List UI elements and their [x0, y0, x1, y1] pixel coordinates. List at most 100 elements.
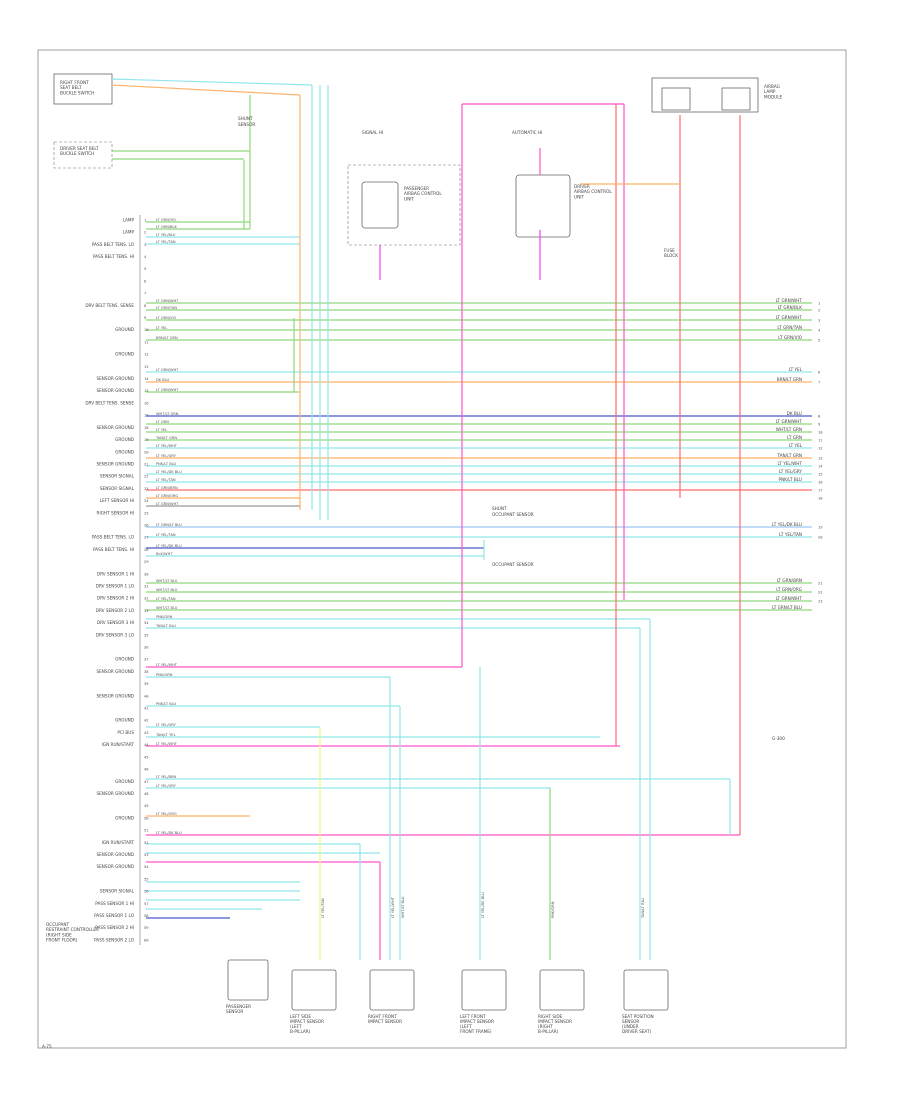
pin-label: PASS SENSOR 1 HI — [95, 901, 134, 906]
pin-number: 50 — [144, 815, 149, 820]
right-pin-number: 7 — [818, 379, 820, 384]
pin-label: SENSOR GROUND — [96, 669, 134, 674]
rsb-buckle-text: SEAT BELT — [60, 85, 82, 90]
right-pin-number: 17 — [818, 487, 823, 492]
pin-number: 48 — [144, 791, 149, 796]
sensor-label: (LEFT — [290, 1024, 302, 1029]
right-wire-label: LT GRN/BLK — [778, 305, 803, 310]
sensor-label: FRONT FRAME) — [460, 1029, 492, 1034]
right-wire-label: LT GRN/WHT — [776, 315, 803, 320]
right-pin-number: 9 — [818, 421, 821, 426]
wire-color-label: PNK/LT BLU — [156, 462, 177, 466]
wire-color-label: DK BLU — [156, 378, 170, 382]
wire-stub — [111, 84, 301, 96]
pin-number: 13 — [144, 364, 149, 369]
pin-number: 45 — [144, 754, 149, 759]
pin-label: GROUND — [115, 779, 134, 784]
sensor-label: B-PILLAR) — [290, 1029, 311, 1034]
pin-label: GROUND — [115, 718, 134, 723]
pin-label: PASS SENSOR 2 HI — [95, 925, 134, 930]
dsb-buckle-text: BUCKLE SWITCH — [60, 151, 94, 156]
pin-number: 30 — [144, 571, 149, 576]
shunt-sensor-label-1: SHUNT — [238, 116, 253, 121]
pin-number: 14 — [144, 376, 149, 381]
wire-color-label: LT YEL/BRN — [156, 775, 176, 779]
wire-color-label: LT YEL/BLU — [156, 233, 176, 237]
pin-label: PASS BELT TENS. HI — [93, 254, 134, 259]
sensor-box — [539, 969, 585, 1011]
right-pin-number: 11 — [818, 437, 823, 442]
driver-control-unit — [515, 174, 571, 238]
pin-label: SENSOR GROUND — [96, 461, 134, 466]
pin-number: 9 — [144, 315, 147, 320]
right-wire-label: LT GRN — [787, 435, 802, 440]
pin-label: LEFT SENSOR HI — [100, 498, 134, 503]
sensor-label: IMPACT SENSOR — [538, 1019, 572, 1024]
wire-color-label: LT GRN/VIO — [156, 316, 177, 320]
pin-number: 36 — [144, 645, 149, 650]
pin-number: 44 — [144, 742, 149, 747]
wire-color-label: LT YEL/GRY — [156, 454, 177, 458]
wire-color-label: LT YEL/GRY — [156, 723, 177, 727]
sensor-box — [369, 969, 415, 1011]
pin-number: 37 — [144, 657, 149, 662]
dsb-buckle-text: DRIVER SEAT BELT — [60, 146, 99, 151]
pin-number: 38 — [144, 669, 149, 674]
right-pin-number: 18 — [818, 495, 823, 500]
pin-number: 23 — [144, 486, 149, 491]
wire-color-label: LT GRN/TAN — [156, 306, 177, 310]
right-pin-number: 2 — [818, 307, 820, 312]
right-wire-label: LT GRN/WHT — [776, 596, 803, 601]
wire-color-label: LT GRN/WHT — [156, 502, 179, 506]
pin-label: PASS BELT TENS. LO — [92, 535, 135, 540]
sensor-label: SENSOR — [622, 1019, 639, 1024]
pin-number: 54 — [144, 864, 149, 869]
sensor-label: LEFT FRONT — [460, 1014, 486, 1019]
controller-text: FRONT FLOOR) — [46, 938, 78, 943]
pin-label: PASS SENSOR 1 LO — [94, 913, 135, 918]
pin-label: SENSOR GROUND — [96, 425, 134, 430]
right-pin-number: 6 — [818, 369, 821, 374]
pin-number: 18 — [144, 425, 149, 430]
driver-text: UNIT — [574, 194, 584, 199]
right-wire-label: LT GRN/WHT — [776, 298, 803, 303]
sensor-label: IMPACT SENSOR — [368, 1019, 402, 1024]
wire-color-label: WHT/LT BLU — [156, 579, 178, 583]
pin-number: 16 — [144, 400, 149, 405]
wire-color-label: WHT/LT BLU — [156, 606, 178, 610]
pin-number: 2 — [144, 230, 146, 235]
wire-color-label: LT GRN/WHT — [156, 368, 179, 372]
pin-label: GROUND — [115, 327, 134, 332]
pin-label: SENSOR SIGNAL — [100, 474, 135, 479]
wire-color-label: WHT/LT BLU — [156, 588, 178, 592]
pin-number: 52 — [144, 840, 149, 845]
wire-color-label: LT YEL/TAN — [156, 533, 176, 537]
passenger-text: UNIT — [404, 196, 414, 201]
pin-label: SENSOR GROUND — [96, 693, 134, 698]
wire-color-label: LT GRN/ORG — [156, 494, 178, 498]
pin-number: 6 — [144, 278, 147, 283]
pin-number: 32 — [144, 596, 149, 601]
wire-color-label: LT GRN/WHT — [156, 299, 179, 303]
pin-label: LAMP — [123, 230, 135, 235]
sensor-box — [227, 959, 269, 1001]
pin-label: GROUND — [115, 352, 134, 357]
passenger-text: PASSENGER — [404, 186, 429, 191]
pin-number: 25 — [144, 510, 149, 515]
pin-label: PCI BUS — [117, 730, 134, 735]
wire-color-label: LT YEL/GRY — [156, 784, 177, 788]
wire-color-label: LT YEL/TAN — [156, 478, 176, 482]
shunt-occupant-label-2: OCCUPANT SENSOR — [492, 512, 534, 517]
passenger-control-unit — [347, 164, 461, 246]
wire-color-label: LT GRN/LT BLU — [156, 523, 182, 527]
pin-number: 58 — [144, 913, 149, 918]
pin-number: 1 — [144, 217, 147, 222]
right-wire-label: LT YEL — [789, 443, 803, 448]
ground-ref: G-300 — [772, 736, 785, 741]
bottom-wire-label: TAN/LT BLU — [641, 898, 645, 919]
right-wire-label: TAN/LT GRN — [776, 453, 802, 458]
right-wire-label: PNK/LT BLU — [778, 477, 802, 482]
